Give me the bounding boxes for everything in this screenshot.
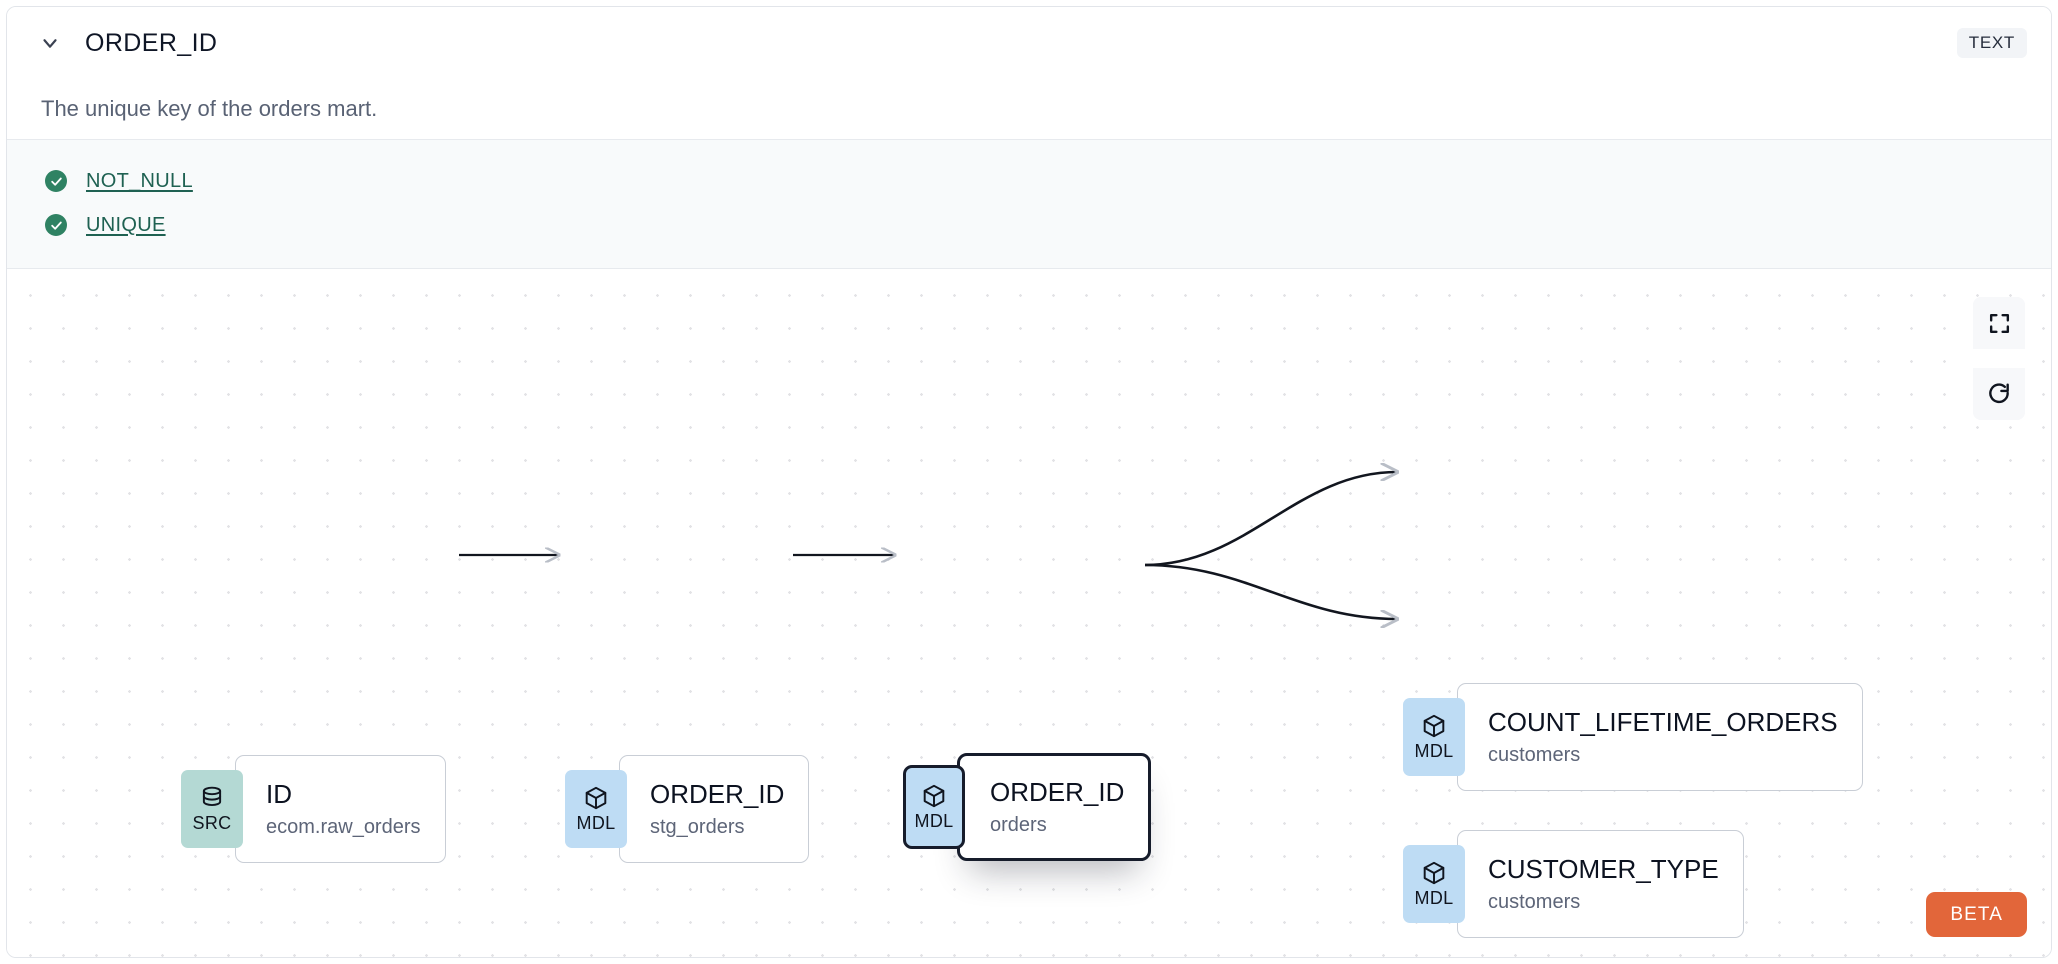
edge-n3-n5: [1144, 563, 1397, 619]
test-link-unique[interactable]: UNIQUE: [86, 213, 166, 236]
node-name: ID: [266, 778, 292, 809]
check-circle-icon: [45, 170, 67, 192]
node-body: CUSTOMER_TYPE customers: [1457, 830, 1744, 938]
node-name: COUNT_LIFETIME_ORDERS: [1488, 706, 1838, 737]
node-badge-label: MDL: [576, 812, 616, 833]
column-description: The unique key of the orders mart.: [7, 79, 2051, 139]
node-subtitle: customers: [1488, 891, 1581, 914]
fullscreen-icon[interactable]: [1973, 297, 2025, 349]
column-detail-card: ORDER_ID TEXT The unique key of the orde…: [6, 6, 2052, 958]
node-badge-mdl: MDL: [1403, 698, 1465, 776]
node-badge-label: SRC: [192, 812, 232, 833]
node-subtitle: orders: [990, 814, 1047, 837]
page-title: ORDER_ID: [85, 28, 218, 57]
node-body: ORDER_ID stg_orders: [619, 755, 810, 863]
lineage-node-customer-type[interactable]: MDL CUSTOMER_TYPE customers: [1403, 830, 1744, 938]
node-body: ORDER_ID orders: [957, 753, 1152, 861]
check-circle-icon: [45, 214, 67, 236]
node-badge-mdl: MDL: [1403, 845, 1465, 923]
beta-badge[interactable]: BETA: [1926, 892, 2027, 937]
node-badge-label: MDL: [1414, 740, 1454, 761]
node-name: ORDER_ID: [990, 776, 1125, 807]
lineage-node-id[interactable]: SRC ID ecom.raw_orders: [181, 755, 446, 863]
test-row: UNIQUE: [7, 203, 2051, 247]
lineage-node-orders-selected[interactable]: MDL ORDER_ID orders: [903, 753, 1152, 861]
node-body: COUNT_LIFETIME_ORDERS customers: [1457, 683, 1863, 791]
test-row: NOT_NULL: [7, 159, 2051, 203]
lineage-node-count-lifetime-orders[interactable]: MDL COUNT_LIFETIME_ORDERS customers: [1403, 683, 1863, 791]
refresh-icon[interactable]: [1973, 368, 2025, 420]
node-badge-src: SRC: [181, 770, 243, 848]
node-badge-label: MDL: [1414, 887, 1454, 908]
node-name: ORDER_ID: [650, 778, 785, 809]
lineage-canvas[interactable]: SRC ID ecom.raw_orders MDL: [7, 269, 2051, 957]
tests-section: NOT_NULL UNIQUE: [7, 139, 2051, 269]
column-type-badge: TEXT: [1956, 28, 2027, 58]
node-name: CUSTOMER_TYPE: [1488, 853, 1719, 884]
node-badge-mdl: MDL: [565, 770, 627, 848]
node-subtitle: customers: [1488, 744, 1581, 767]
test-link-not-null[interactable]: NOT_NULL: [86, 169, 193, 192]
chevron-down-icon[interactable]: [33, 26, 67, 60]
controls-divider: [1973, 349, 2025, 368]
node-subtitle: ecom.raw_orders: [266, 816, 421, 839]
card-header: ORDER_ID TEXT: [7, 7, 2051, 79]
node-badge-mdl: MDL: [903, 765, 965, 849]
edge-n3-n4: [1144, 472, 1397, 567]
node-subtitle: stg_orders: [650, 816, 745, 839]
node-badge-label: MDL: [914, 810, 954, 831]
canvas-controls: [1973, 297, 2025, 420]
node-body: ID ecom.raw_orders: [235, 755, 446, 863]
lineage-node-stg-orders[interactable]: MDL ORDER_ID stg_orders: [565, 755, 810, 863]
